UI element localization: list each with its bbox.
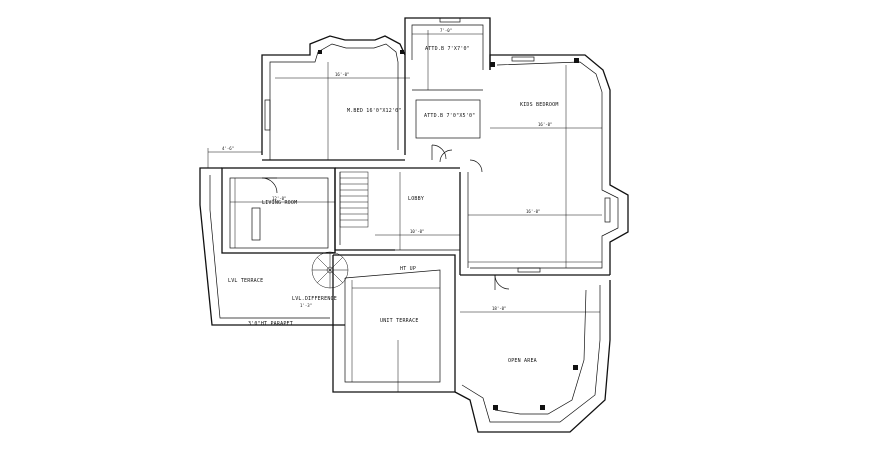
door-swing-kids bbox=[469, 159, 483, 173]
dim-text-master-width: 16'-0" bbox=[335, 72, 349, 77]
label-parapet: 3'0"HT PARAPET bbox=[248, 321, 293, 327]
label-ht: HT UP bbox=[400, 266, 416, 272]
label-lvl-difference: LVL.DIFFERENCE bbox=[292, 296, 337, 302]
label-left-terrace: LVL TERRACE bbox=[228, 278, 263, 284]
spiral-step bbox=[316, 269, 331, 284]
left-terrace-wall bbox=[199, 167, 345, 326]
dim-text-kids-height: 16'-0" bbox=[526, 209, 540, 214]
toilet-mid-wall bbox=[415, 99, 481, 139]
spiral-step bbox=[329, 256, 344, 271]
door-swing-lobby bbox=[439, 149, 453, 163]
open-area-inner-wall bbox=[461, 285, 601, 423]
lobby-wall bbox=[334, 168, 395, 251]
doors bbox=[261, 144, 510, 290]
unit-terrace-inner-wall bbox=[344, 269, 441, 383]
column-markers bbox=[318, 50, 579, 410]
label-unit-terrace: UNIT TERRACE bbox=[380, 318, 419, 324]
left-terrace-inner-wall bbox=[209, 175, 330, 319]
label-kids-bedroom: KIDS BEDROOM bbox=[520, 102, 559, 108]
window-kids-bay bbox=[604, 197, 611, 223]
dim-text-toilet-width: 7'-0" bbox=[440, 28, 452, 33]
dim-text-kids-width: 16'-0" bbox=[538, 122, 552, 127]
dimension-labels: 16'-0" 7'-0" 16'-0" 16'-0" 4'-6" 10'-0" … bbox=[222, 28, 552, 311]
column-marker bbox=[490, 62, 495, 67]
label-lobby: LOBBY bbox=[408, 196, 424, 202]
master-bedroom-inner-wall bbox=[269, 43, 399, 160]
column-marker bbox=[573, 365, 578, 370]
label-living-room: LIVING ROOM bbox=[262, 200, 297, 206]
dim-text-terrace-width: 18'-0" bbox=[492, 306, 506, 311]
label-toilet-mid: ATTD.B 7'0"X5'0" bbox=[424, 113, 475, 119]
column-marker bbox=[400, 50, 404, 54]
toilet-top-wall bbox=[404, 17, 491, 70]
dim-text-left-top: 4'-6" bbox=[222, 146, 234, 151]
dim-text-living-width: 12'-0" bbox=[272, 196, 286, 201]
window-toilet-top bbox=[439, 17, 461, 23]
label-master-bedroom: M.BED 16'0"X12'0" bbox=[347, 108, 402, 114]
door-swing-open-area bbox=[494, 274, 510, 290]
column-marker bbox=[540, 405, 545, 410]
window-kids bbox=[511, 56, 535, 62]
kids-bedroom-inner-wall bbox=[470, 61, 619, 269]
stair-straight bbox=[339, 171, 369, 228]
door-swing-toilet bbox=[431, 144, 447, 160]
column-marker bbox=[318, 50, 322, 54]
toilet-top-inner-wall bbox=[411, 24, 484, 70]
spiral-step bbox=[329, 269, 344, 284]
window-master bbox=[264, 99, 271, 131]
door-swing-living bbox=[261, 177, 278, 194]
window-kids-bottom bbox=[517, 267, 541, 273]
dimension-lines bbox=[207, 30, 602, 392]
column-marker bbox=[493, 405, 498, 410]
kids-bedroom-wall bbox=[489, 54, 629, 275]
open-area-wall bbox=[454, 280, 611, 433]
windows bbox=[264, 17, 611, 273]
living-room-window bbox=[251, 207, 261, 241]
dim-text-lobby-width: 10'-0" bbox=[410, 229, 424, 234]
spiral-stair bbox=[311, 251, 349, 289]
room-labels: M.BED 16'0"X12'0" ATTD.B 7'X7'0" ATTD.B … bbox=[228, 46, 559, 364]
living-room-inner-wall bbox=[229, 177, 329, 249]
label-open-area: OPEN AREA bbox=[508, 358, 537, 364]
staircase bbox=[311, 171, 369, 289]
walls bbox=[199, 17, 629, 433]
spiral-step bbox=[316, 256, 331, 271]
open-area-curve bbox=[494, 289, 587, 415]
living-room-wall bbox=[221, 167, 336, 254]
column-marker bbox=[574, 58, 579, 63]
master-bedroom-wall bbox=[261, 35, 406, 155]
label-lvl-difference-value: 1'-3" bbox=[300, 303, 312, 308]
label-toilet-top: ATTD.B 7'X7'0" bbox=[425, 46, 470, 52]
